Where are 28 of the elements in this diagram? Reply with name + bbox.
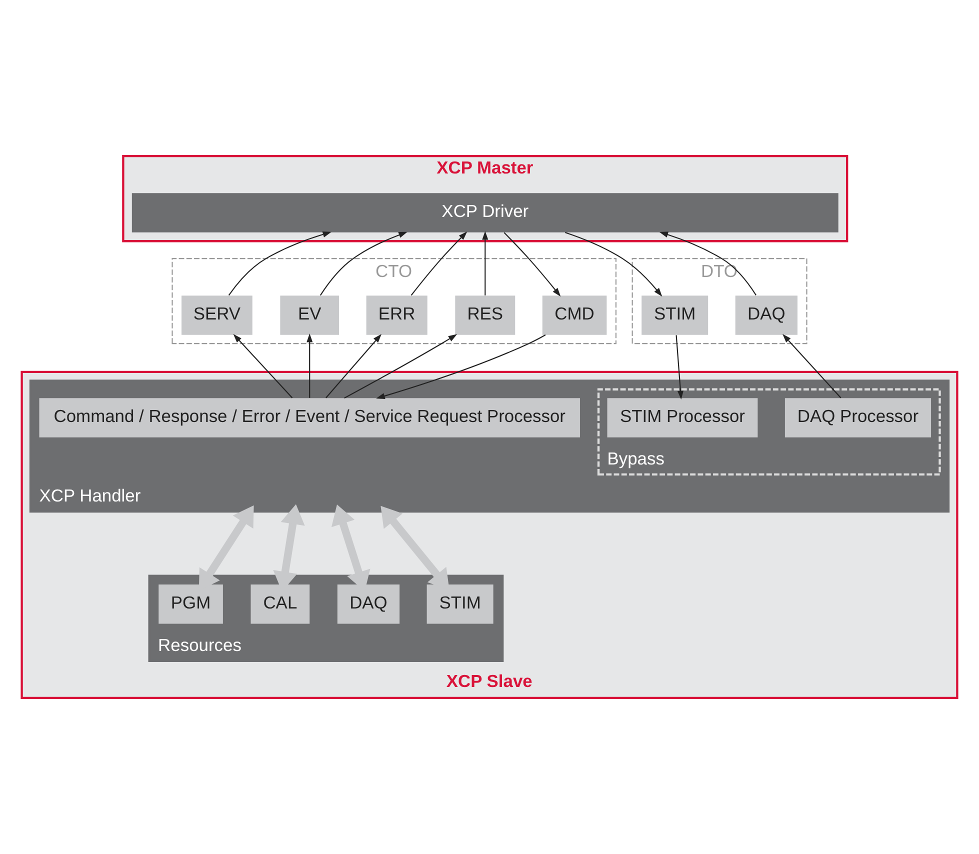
node-box: DAQ (337, 584, 400, 624)
node-box: XCP Driver (132, 193, 838, 232)
arrow (676, 335, 684, 400)
node-box: RES (455, 296, 516, 335)
arrow (228, 231, 332, 296)
arrow (376, 334, 546, 399)
arrow (565, 232, 662, 297)
arrow (344, 334, 458, 399)
node-box: DAQ Processor (784, 398, 932, 438)
node-box: EV (280, 296, 340, 335)
node-box: STIM Processor (607, 398, 758, 438)
node-box: STIM (642, 296, 708, 335)
arrow (504, 232, 561, 297)
arrow (326, 334, 382, 398)
arrow (659, 232, 756, 296)
node-box: STIM (426, 584, 494, 624)
arrow (482, 231, 488, 296)
node-box: Command / Response / Error / Event / Service Request Processor (39, 398, 580, 438)
arrow (320, 232, 408, 296)
node-box: PGM (158, 584, 223, 624)
node-box: DAQ (735, 296, 798, 335)
node-box: ERR (366, 296, 428, 335)
node-box: SERV (182, 296, 252, 335)
arrow (233, 334, 293, 398)
arrow (410, 231, 468, 296)
arrow (306, 334, 313, 398)
node-box: CMD (542, 296, 607, 335)
node-box: CAL (250, 584, 310, 624)
